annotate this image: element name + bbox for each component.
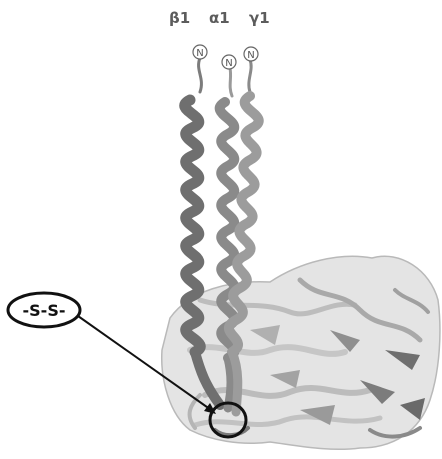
- n-terminus-alpha: N: [222, 55, 236, 69]
- n-terminus-gamma-label: N: [247, 50, 254, 61]
- n-terminus-alpha-label: N: [225, 58, 232, 69]
- n-terminus-beta-label: N: [196, 48, 203, 59]
- disulfide-label: -S-S-: [23, 301, 66, 320]
- n-terminus-beta: N: [193, 45, 207, 59]
- n-terminus-gamma: N: [244, 47, 258, 61]
- globular-domain: [162, 256, 440, 449]
- n-terminus-markers: N N N: [193, 45, 258, 69]
